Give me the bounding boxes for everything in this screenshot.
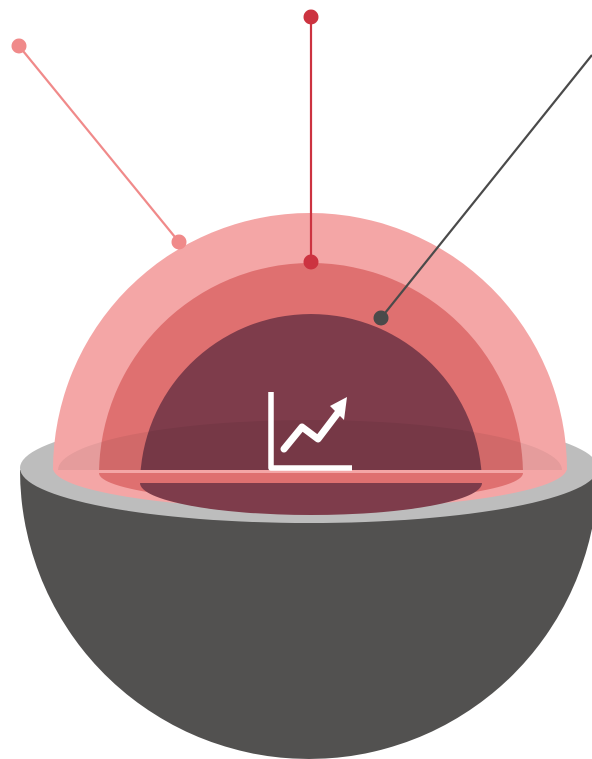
callout-inner (373, 54, 592, 326)
callout-middle-end-dot (303, 9, 319, 25)
growth-chart-icon (268, 392, 352, 471)
callout-outer-end-dot (11, 38, 27, 54)
callout-outer (11, 38, 187, 250)
rim-overlay (58, 420, 562, 470)
callout-middle (303, 9, 319, 270)
bowl (20, 470, 592, 759)
callout-middle-anchor-dot (303, 254, 319, 270)
callout-inner-anchor-dot (373, 310, 389, 326)
callout-outer-anchor-dot (171, 234, 187, 250)
layer-inner (140, 314, 482, 515)
